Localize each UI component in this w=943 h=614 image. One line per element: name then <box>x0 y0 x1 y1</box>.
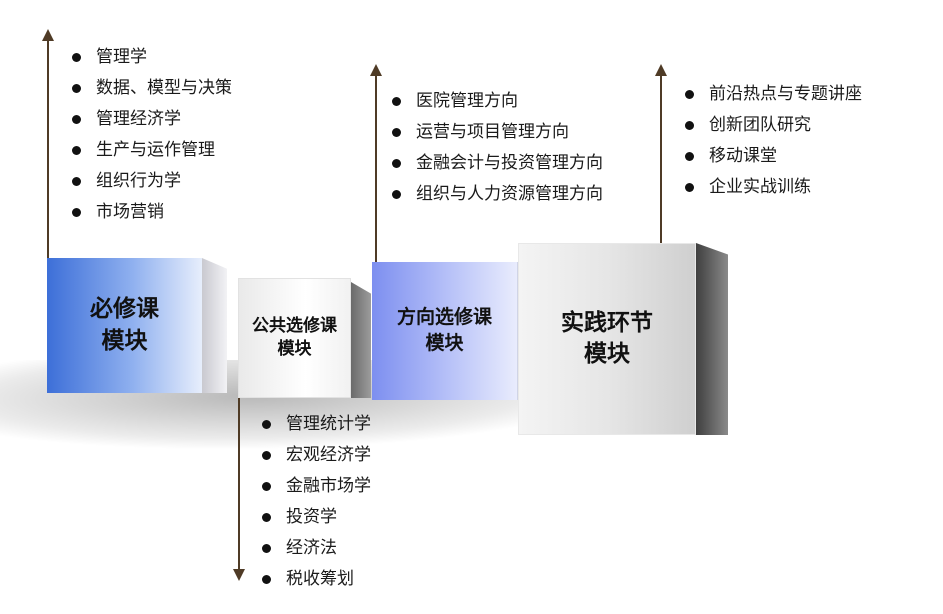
list-item: 管理统计学 <box>260 409 371 440</box>
bullet-icon <box>72 53 81 62</box>
practice-module-label: 实践环节模块 <box>561 309 653 367</box>
list-item: 生产与运作管理 <box>70 135 232 166</box>
cube-front-face <box>518 243 696 435</box>
list-item: 市场营销 <box>70 197 232 228</box>
direction-elective-module-label: 方向选修课模块 <box>396 306 492 354</box>
cube-side-face <box>202 258 227 393</box>
bullet-icon <box>392 128 401 137</box>
bullet-icon <box>72 84 81 93</box>
public-elective-module-label: 公共选修课模块 <box>252 316 337 359</box>
bullet-icon <box>72 177 81 186</box>
list-item: 前沿热点与专题讲座 <box>683 79 862 110</box>
bullet-icon <box>685 152 694 161</box>
public-elective-list: 管理统计学 宏观经济学 金融市场学 投资学 经济法 税收筹划 <box>260 409 371 595</box>
bullet-icon <box>685 90 694 99</box>
cube-front-face <box>47 258 202 393</box>
bullet-icon <box>392 190 401 199</box>
bullet-icon <box>72 115 81 124</box>
arrow-up-direction <box>370 64 382 270</box>
cube-front-face <box>372 262 517 400</box>
bullet-icon <box>685 121 694 130</box>
list-item: 组织行为学 <box>70 166 232 197</box>
list-item: 数据、模型与决策 <box>70 73 232 104</box>
list-item: 宏观经济学 <box>260 440 371 471</box>
required-module-label: 必修课模块 <box>90 296 159 354</box>
list-item: 医院管理方向 <box>390 86 603 117</box>
bullet-icon <box>262 513 271 522</box>
list-item: 运营与项目管理方向 <box>390 117 603 148</box>
bullet-icon <box>392 97 401 106</box>
list-item: 管理学 <box>70 42 232 73</box>
list-item: 企业实战训练 <box>683 172 862 203</box>
cube-side-face <box>696 243 728 435</box>
practice-list: 前沿热点与专题讲座 创新团队研究 移动课堂 企业实战训练 <box>683 79 862 203</box>
list-item: 组织与人力资源管理方向 <box>390 179 603 210</box>
arrow-up-required <box>42 29 54 270</box>
arrow-up-practice <box>655 64 667 247</box>
bullet-icon <box>262 575 271 584</box>
arrow-down-public <box>233 398 245 581</box>
list-item: 金融市场学 <box>260 471 371 502</box>
bullet-icon <box>262 544 271 553</box>
bullet-icon <box>262 420 271 429</box>
cube-front-face <box>238 278 351 398</box>
bullet-icon <box>262 451 271 460</box>
bullet-icon <box>685 183 694 192</box>
bullet-icon <box>392 159 401 168</box>
list-item: 税收筹划 <box>260 564 371 595</box>
list-item: 经济法 <box>260 533 371 564</box>
list-item: 投资学 <box>260 502 371 533</box>
required-course-list: 管理学 数据、模型与决策 管理经济学 生产与运作管理 组织行为学 市场营销 <box>70 42 232 228</box>
list-item: 管理经济学 <box>70 104 232 135</box>
list-item: 移动课堂 <box>683 141 862 172</box>
bullet-icon <box>72 146 81 155</box>
bullet-icon <box>72 208 81 217</box>
bullet-icon <box>262 482 271 491</box>
list-item: 金融会计与投资管理方向 <box>390 148 603 179</box>
list-item: 创新团队研究 <box>683 110 862 141</box>
direction-elective-list: 医院管理方向 运营与项目管理方向 金融会计与投资管理方向 组织与人力资源管理方向 <box>390 86 603 210</box>
cube-side-face <box>351 282 371 398</box>
